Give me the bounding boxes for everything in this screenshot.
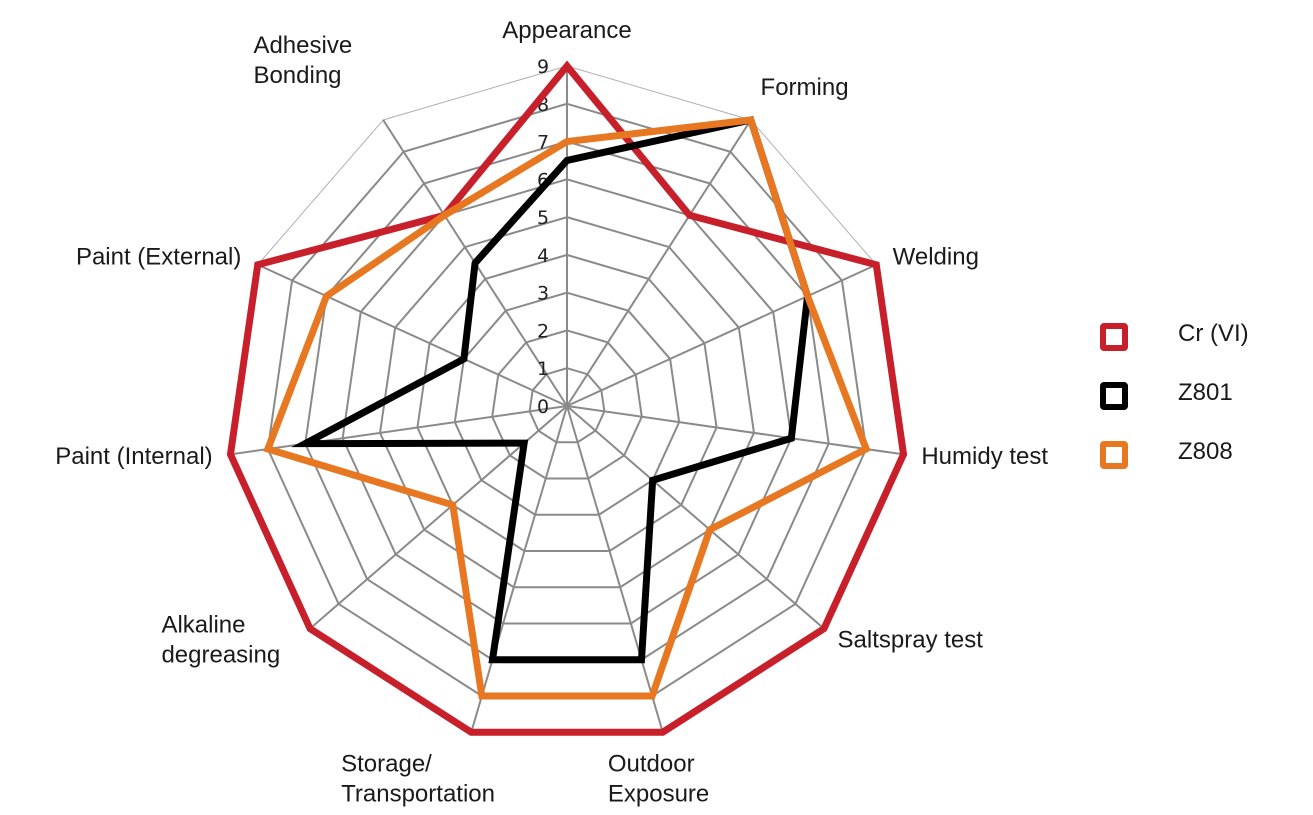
legend-swatch-z808 bbox=[1100, 441, 1128, 469]
radar-grid bbox=[229, 65, 905, 733]
legend-label: Cr (VI) bbox=[1178, 320, 1249, 347]
tick-label: 5 bbox=[537, 207, 549, 229]
legend-swatch-cr-vi bbox=[1100, 323, 1128, 351]
series-line bbox=[226, 60, 908, 736]
tick-label: 3 bbox=[537, 283, 549, 305]
legend: Cr (VI) Z801 Z808 bbox=[1100, 318, 1300, 495]
tick-label: 2 bbox=[537, 320, 549, 342]
series-line bbox=[263, 116, 871, 700]
grid-spoke bbox=[309, 405, 568, 630]
tick-label: 9 bbox=[537, 56, 549, 78]
legend-item-z801: Z801 bbox=[1100, 377, 1300, 436]
radar-series bbox=[226, 60, 908, 736]
axis-label: Paint (Internal) bbox=[55, 443, 212, 470]
grid-ring bbox=[453, 291, 681, 516]
tick-label: 0 bbox=[537, 396, 549, 418]
axis-label: Humidy test bbox=[921, 443, 1048, 470]
axis-label: Forming bbox=[761, 74, 849, 101]
axis-label: Appearance bbox=[502, 17, 631, 44]
grid-spoke bbox=[566, 405, 664, 733]
grid-ring bbox=[528, 367, 606, 444]
axis-label: Paint (External) bbox=[76, 243, 241, 270]
grid-spoke bbox=[566, 405, 825, 630]
tick-label: 7 bbox=[537, 132, 549, 154]
grid-spoke bbox=[566, 405, 904, 456]
legend-item-z808: Z808 bbox=[1100, 436, 1300, 495]
grid-ring bbox=[491, 329, 643, 480]
grid-spoke bbox=[230, 405, 568, 456]
tick-label: 1 bbox=[537, 358, 549, 380]
grid-ring bbox=[341, 178, 793, 625]
grid-spoke bbox=[470, 405, 568, 733]
axis-label: Welding bbox=[893, 243, 979, 270]
tick-label: 4 bbox=[537, 245, 549, 267]
legend-label: Z801 bbox=[1178, 379, 1233, 406]
legend-swatch-z801 bbox=[1100, 382, 1128, 410]
legend-label: Z808 bbox=[1178, 438, 1233, 465]
axis-label: Storage/Transportation bbox=[341, 750, 495, 807]
grid-spoke bbox=[566, 263, 877, 407]
grid-spoke bbox=[257, 263, 568, 407]
grid-spoke bbox=[566, 119, 752, 407]
legend-item-cr-vi: Cr (VI) bbox=[1100, 318, 1300, 377]
axis-label: Saltspray test bbox=[838, 626, 984, 653]
grid-ring bbox=[379, 216, 755, 589]
grid-ring bbox=[416, 253, 718, 552]
